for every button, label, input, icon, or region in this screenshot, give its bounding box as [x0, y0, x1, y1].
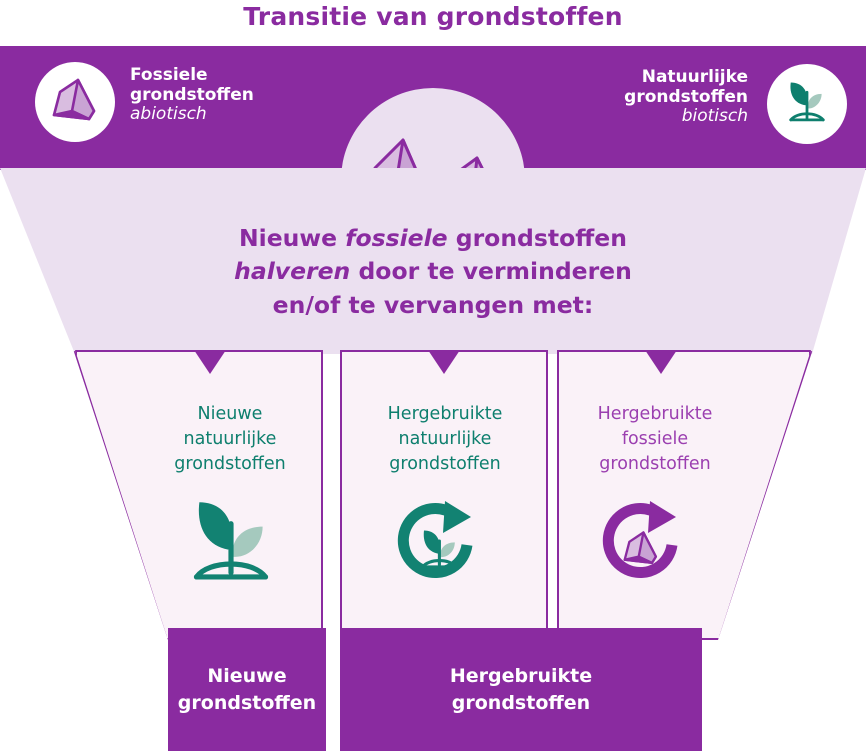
statement-l1-em: fossiele: [345, 224, 448, 252]
funnel-statement: Nieuwe fossiele grondstoffen halveren do…: [0, 222, 866, 322]
column-label-1: Hergebruikte natuurlijke grondstoffen: [360, 402, 530, 477]
bottom-bar-hergebruikte-grondstoffen[interactable]: Hergebruikte grondstoffen: [340, 628, 702, 751]
natural-icon-badge: [767, 64, 847, 144]
bottom-bar-0-line2: grondstoffen: [177, 691, 317, 714]
column-label-2-line3: grondstoffen: [599, 453, 711, 474]
column-label-2: Hergebruikte fossiele grondstoffen: [570, 402, 740, 477]
sprout-icon-col0: [185, 495, 277, 591]
funnel-shape: [0, 168, 866, 354]
fossil-subtitle: abiotisch: [130, 104, 207, 125]
chevron-down-icon-col0: [194, 350, 226, 374]
column-label-0: Nieuwe natuurlijke grondstoffen: [150, 402, 310, 477]
recycle-crystal-icon-col2: [594, 495, 694, 599]
bottom-bar-0-line1: Nieuwe: [207, 664, 287, 687]
chevron-down-icon-col1: [428, 350, 460, 374]
fossil-title-line1: Fossiele: [130, 65, 208, 85]
page-title: Transitie van grondstoffen: [243, 2, 623, 31]
column-label-0-line2: natuurlijke: [183, 428, 277, 449]
chevron-down-icon-col2: [645, 350, 677, 374]
natural-subtitle: biotisch: [681, 106, 748, 127]
statement-line-3: en/of te vervangen met:: [272, 290, 594, 319]
column-label-1-line2: natuurlijke: [398, 428, 492, 449]
bottom-bar-1-line2: grondstoffen: [451, 691, 591, 714]
column-label-1-line1: Hergebruikte: [387, 404, 503, 424]
crystal-icon: [48, 73, 102, 131]
statement-l2-em: halveren: [234, 257, 351, 286]
natural-title-line2: grondstoffen: [624, 86, 748, 107]
statement-line-1: Nieuwe fossiele grondstoffen: [0, 222, 866, 255]
fossil-title-line2: grondstoffen: [130, 84, 254, 105]
recycle-sprout-icon-col1: [389, 495, 489, 599]
statement-l1-b: grondstoffen: [447, 224, 627, 252]
column-label-2-line2: fossiele: [621, 428, 689, 449]
column-label-0-line3: grondstoffen: [174, 453, 286, 474]
statement-line-2: halveren door te verminderen: [0, 255, 866, 288]
column-hergebruikte-natuurlijke[interactable]: [340, 350, 548, 640]
statement-l2-b: door te verminderen: [350, 257, 632, 286]
fossil-header-text: Fossiele grondstoffen abiotisch: [130, 65, 254, 125]
bottom-bar-nieuwe-grondstoffen[interactable]: Nieuwe grondstoffen: [168, 628, 326, 751]
sprout-icon: [781, 76, 833, 132]
column-label-2-line1: Hergebruikte: [597, 404, 713, 424]
natural-header-text: Natuurlijke grondstoffen biotisch: [0, 67, 748, 127]
fossil-icon-badge: [35, 62, 115, 142]
column-label-0-line1: Nieuwe: [197, 404, 263, 424]
column-label-1-line3: grondstoffen: [389, 453, 501, 474]
bottom-bar-1-line1: Hergebruikte: [449, 664, 593, 687]
statement-l1-a: Nieuwe: [239, 224, 346, 252]
natural-title-line1: Natuurlijke: [641, 67, 748, 87]
